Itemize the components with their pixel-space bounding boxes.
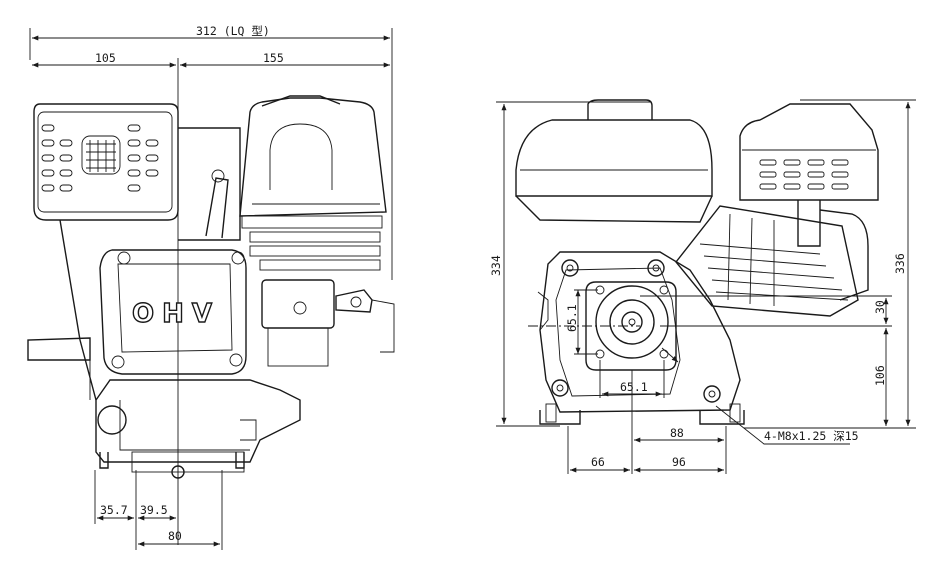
dim-base: 88 66 96 4-M8x1.25 深15 [567,370,859,474]
flange-leader [661,347,679,363]
cylinder-cover: OHV [99,249,247,375]
air-cleaner [239,95,387,271]
dim-88-label: 88 [670,426,684,440]
dim-66-label: 66 [591,455,605,469]
cylinder-fins [675,205,859,317]
crankcase [95,379,301,479]
cover-ohv-text: OHV [132,299,220,329]
thread-callout: 4-M8x1.25 深15 [764,429,859,443]
crankcase-front [537,251,745,425]
recoil-starter [33,103,179,221]
dim-bottom-a-label: 35.7 [100,503,128,517]
dim-96-label: 96 [672,455,686,469]
left-view: 312 (LQ 型) 105 155 [27,24,395,550]
dim-bolt-h-label: 65.1 [620,380,648,394]
dim-height-right: 336 [744,99,916,429]
dim-right-label: 155 [263,51,284,65]
dim-bottom-c-label: 80 [168,529,182,543]
dim-bolt-v-label: 65.1 [565,304,579,332]
carburetor [205,169,395,367]
dim-bolt-pattern: 65.1 65.1 [565,289,665,398]
dim-30-label: 30 [873,300,887,314]
dim-height-left: 334 [489,101,650,427]
dim-height-left-label: 334 [489,255,503,276]
dim-106-label: 106 [873,365,887,386]
dim-bottom-b-label: 39.5 [140,503,168,517]
fuel-tank [178,127,241,241]
dim-overall-label: 312 (LQ 型) [196,24,270,38]
shroud-edge [59,219,97,401]
dim-overall: 312 (LQ 型) [29,24,393,280]
fuel-tank-front [515,99,713,223]
dim-bottom: 35.7 39.5 80 [94,470,223,550]
dim-shaft: 30 106 [640,295,892,426]
dim-height-right-label: 336 [893,253,907,274]
air-cleaner-front [739,103,879,301]
right-view: 334 336 30 106 [489,99,916,474]
dim-left-label: 105 [95,51,116,65]
